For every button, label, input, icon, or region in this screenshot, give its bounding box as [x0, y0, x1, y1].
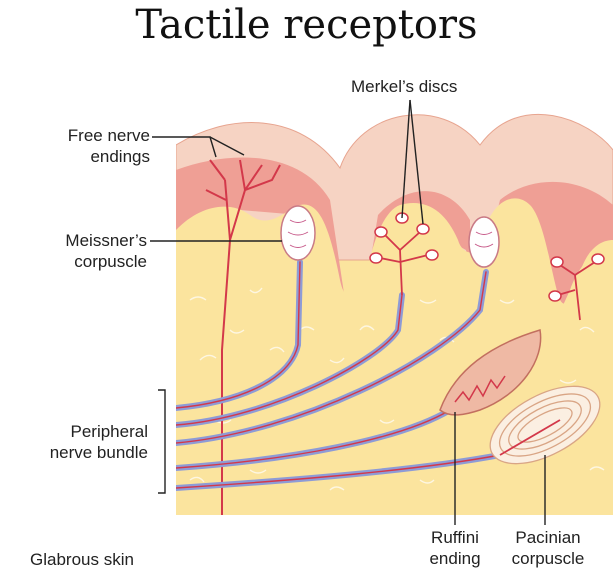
free-nerve-endings-label-line1: Free nerve — [52, 125, 150, 146]
merkels-discs-label: Merkel’s discs — [351, 76, 457, 97]
peripheral-label-line2: nerve bundle — [30, 442, 148, 463]
meissner-label-line1: Meissner’s — [52, 230, 147, 251]
peripheral-nerve-bundle-label: Peripheral nerve bundle — [30, 421, 148, 463]
ruffini-ending-label: Ruffini ending — [420, 527, 490, 569]
meissner-label: Meissner’s corpuscle — [52, 230, 147, 272]
pacinian-label-line1: Pacinian — [503, 527, 593, 548]
glabrous-skin-label: Glabrous skin — [30, 549, 134, 570]
pacinian-corpuscle-label: Pacinian corpuscle — [503, 527, 593, 569]
meissner-corpuscle-2 — [469, 217, 499, 267]
free-nerve-endings-label-line2: endings — [52, 146, 150, 167]
ruffini-label-line2: ending — [420, 548, 490, 569]
peripheral-label-line1: Peripheral — [30, 421, 148, 442]
meissner-label-line2: corpuscle — [52, 251, 147, 272]
free-nerve-endings-label: Free nerve endings — [52, 125, 150, 167]
meissner-corpuscle — [281, 206, 315, 260]
ruffini-label-line1: Ruffini — [420, 527, 490, 548]
pacinian-label-line2: corpuscle — [503, 548, 593, 569]
